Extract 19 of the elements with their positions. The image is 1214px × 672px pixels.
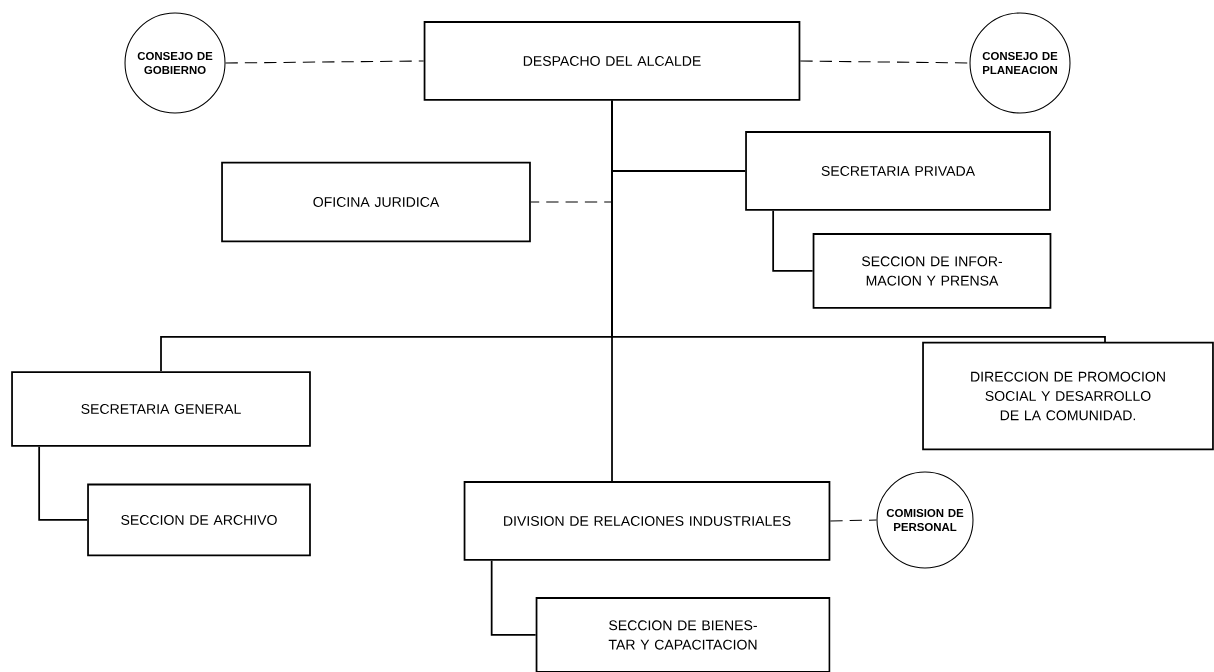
org-box: DESPACHO DEL ALCALDE [423,21,801,101]
org-box: OFICINA JURIDICA [221,161,531,243]
connector-line [38,446,89,521]
connector-line [225,60,425,64]
connector-line [611,100,613,482]
circle-node: COMISION DE PERSONAL [876,471,974,569]
org-box: DIRECCION DE PROMOCION SOCIAL Y DESARROLLO DE LA COMUNIDAD. [922,341,1214,451]
org-box: SECRETARIA GENERAL [11,371,311,447]
org-box: SECCION DE INFOR- MACION Y PRENSA [812,233,1052,309]
org-box: SECCION DE ARCHIVO [87,483,311,557]
connector-line [772,210,814,272]
org-box: SECCION DE BIENES- TAR Y CAPACITACION [535,597,831,672]
connector-line [799,60,970,64]
circle-node: CONSEJO DE GOBIERNO [124,12,226,114]
circle-node: CONSEJO DE PLANEACION [969,12,1071,114]
connector-line [490,560,537,636]
org-box: SECRETARIA PRIVADA [745,131,1051,211]
org-box: DIVISION DE RELACIONES INDUSTRIALES [463,481,831,561]
connector-line [829,519,877,522]
